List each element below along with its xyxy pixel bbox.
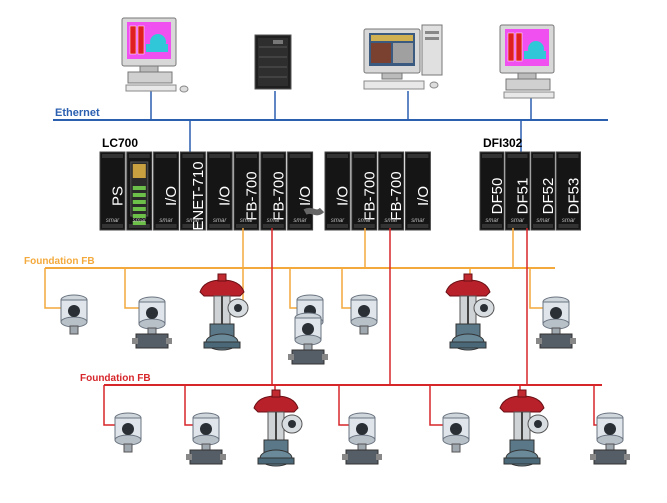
module-label: I/O [217, 186, 234, 206]
module-label: ENET-710 [190, 161, 207, 230]
module-label: FB-700 [388, 171, 405, 220]
differential-pressure-transmitter-icon [342, 412, 382, 465]
module-label: I/O [297, 186, 314, 206]
brand-mark: smar [159, 218, 173, 224]
rack-module: I/O smar [324, 151, 352, 231]
brand-mark: smar [106, 218, 120, 224]
module-label: FB-700 [361, 171, 378, 220]
rack-module: DF52 smar [530, 151, 557, 231]
module-label: PS [110, 186, 127, 206]
rack-module: I/O smar [404, 151, 432, 231]
module-label: I/O [335, 186, 352, 206]
module-label: DF52 [540, 178, 557, 215]
module-label: I/O [415, 186, 432, 206]
brand-mark: smar [186, 218, 200, 224]
module-label: DF53 [566, 178, 583, 215]
brand-mark: smar [213, 218, 227, 224]
module-label: DF50 [489, 178, 506, 215]
ethernet-label: Ethernet [55, 107, 100, 119]
rack-module: DF50 smar [479, 151, 506, 231]
brand-mark: smar [536, 218, 550, 224]
workstation-monitor-icon [121, 17, 189, 93]
differential-pressure-transmitter-icon [132, 296, 172, 349]
desktop-pc-icon [363, 24, 443, 90]
pressure-transmitter-icon [350, 294, 378, 335]
rack-module: DF51 smar [505, 151, 532, 231]
brand-mark: smar [293, 218, 307, 224]
pressure-transmitter-icon [60, 294, 88, 335]
rack-module: I/O smar [153, 151, 180, 231]
control-valve-positioner-icon [499, 389, 549, 467]
brand-mark: smar [133, 218, 147, 224]
lc700-title: LC700 [102, 136, 138, 150]
module-label: FB-700 [270, 171, 287, 220]
pressure-transmitter-icon [114, 412, 142, 453]
dfi302-rack: DF50 smar DF51 smar DF52 smar DF53 smar [479, 151, 583, 231]
brand-mark: smar [562, 218, 576, 224]
ethernet-network: Ethernet [53, 91, 608, 152]
control-valve-positioner-icon [199, 273, 249, 351]
red-fieldbus-label: Foundation FB [80, 373, 151, 384]
control-valve-positioner-icon [253, 389, 303, 467]
brand-mark: smar [384, 218, 398, 224]
workstation-monitor-icon [499, 24, 555, 99]
differential-pressure-transmitter-icon [288, 312, 328, 365]
brand-mark: smar [267, 218, 281, 224]
differential-pressure-transmitter-icon [186, 412, 226, 465]
brand-mark: smar [485, 218, 499, 224]
module-label: FB-700 [244, 171, 261, 220]
control-valve-positioner-icon [445, 273, 495, 351]
orange-fieldbus-label: Foundation FB [24, 256, 95, 267]
rack-interconnect-cable [303, 207, 325, 216]
module-label: DF51 [515, 178, 532, 215]
rack-module: I/O smar [206, 151, 234, 231]
dfi302-title: DFI302 [483, 136, 523, 150]
rack-module: DF53 smar [556, 151, 583, 231]
differential-pressure-transmitter-icon [536, 296, 576, 349]
field-devices [60, 273, 630, 467]
server-tower-icon [254, 34, 292, 90]
brand-mark: smar [511, 218, 525, 224]
differential-pressure-transmitter-icon [590, 412, 630, 465]
module-label: I/O [163, 186, 180, 206]
rack-module: smar [126, 151, 153, 231]
rack-module: I/O smar [287, 151, 314, 231]
rack-module: PS smar [99, 151, 127, 231]
brand-mark: smar [411, 218, 425, 224]
brand-mark: smar [358, 218, 372, 224]
brand-mark: smar [331, 218, 345, 224]
brand-mark: smar [240, 218, 254, 224]
pressure-transmitter-icon [442, 412, 470, 453]
